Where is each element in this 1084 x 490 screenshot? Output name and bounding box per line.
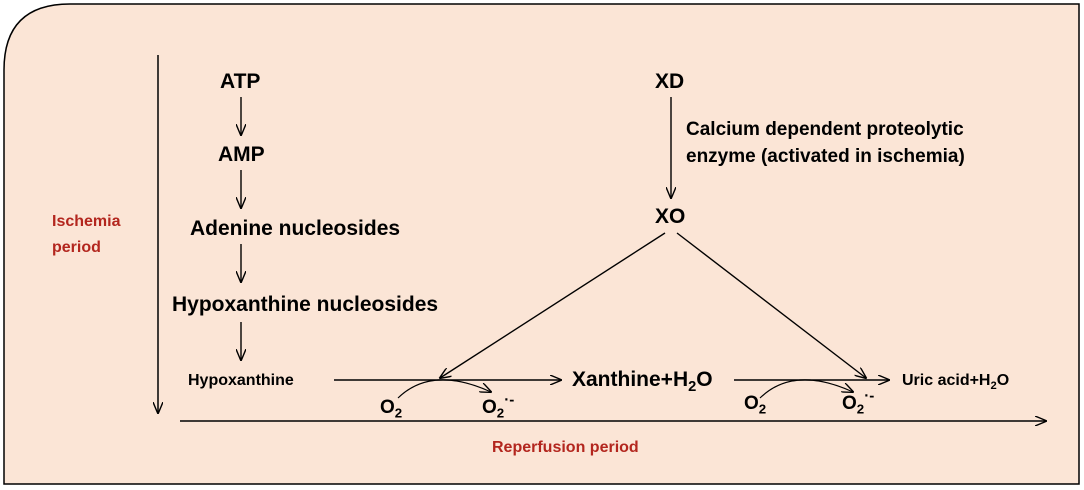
proteolytic-enzyme-line1: Calcium dependent proteolytic (686, 119, 964, 140)
arrow-xo-to-first-reaction (440, 232, 666, 378)
adenine-nucleosides-label: Adenine nucleosides (190, 217, 401, 240)
reperfusion-label: Reperfusion period (492, 439, 639, 456)
o2-label-1: O2 (380, 397, 403, 421)
xo-label: XO (655, 205, 686, 228)
superoxide-label-2: O2·- (842, 387, 875, 417)
o2-label-2: O2 (744, 393, 767, 417)
hypoxanthine-nucleosides-label: Hypoxanthine nucleosides (172, 293, 439, 316)
curve-o2-to-superoxide-1 (397, 379, 491, 399)
background-panel (3, 3, 1080, 485)
uric-acid-label: Uric acid+H2O (902, 372, 1010, 392)
amp-label: AMP (218, 143, 265, 166)
proteolytic-enzyme-line2: enzyme (activated in ischemia) (686, 146, 965, 167)
xd-label: XD (655, 70, 685, 93)
atp-label: ATP (220, 70, 261, 93)
curve-o2-to-superoxide-2 (759, 379, 853, 399)
xanthine-label: Xanthine+H2O (572, 368, 713, 396)
hypoxanthine-label: Hypoxanthine (188, 372, 294, 389)
arrow-xo-to-second-reaction (676, 232, 866, 378)
ischemia-label-line2: period (52, 239, 101, 256)
superoxide-label-1: O2·- (482, 391, 515, 421)
ischemia-label-line1: Ischemia (52, 213, 121, 230)
